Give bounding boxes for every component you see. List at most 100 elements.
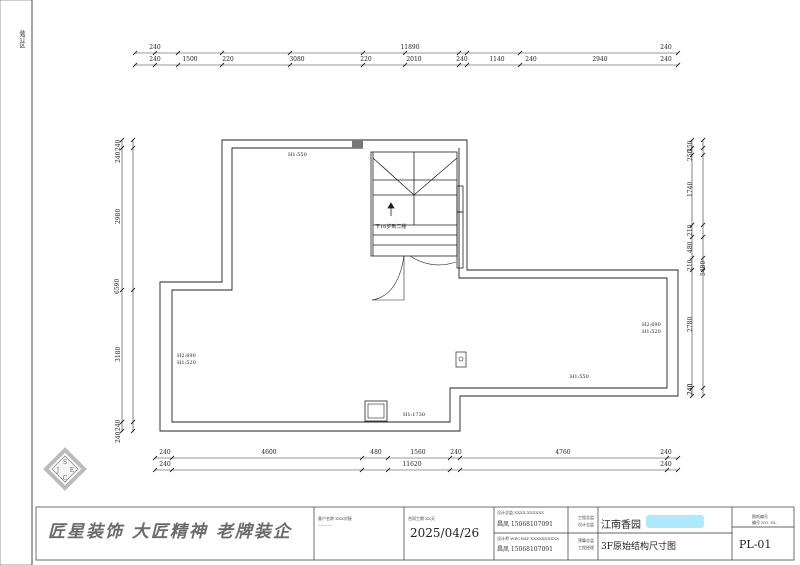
dimension-label: 2980 [115, 208, 122, 224]
drawing-code: PL-01 [739, 538, 772, 551]
dimension-tick [700, 393, 706, 399]
dimension-tick [447, 455, 453, 461]
dimension-tick [130, 137, 136, 143]
customer-sub: ---------- [318, 523, 332, 528]
outer-wall-line [159, 139, 679, 432]
dimension-label: 2780 [687, 316, 694, 332]
dimension-tick [447, 467, 453, 473]
dimension-label: 220 [222, 56, 234, 63]
dimension-tick [464, 50, 470, 56]
drawer-label: 设计师 WECHAT XXXXXXXXXX [497, 536, 559, 541]
dimension-tick [132, 62, 138, 68]
stair-column [456, 185, 464, 213]
dimension-tick [457, 467, 463, 473]
dimension-tick [152, 467, 158, 473]
stair-shaft [370, 151, 464, 301]
dimension-tick [402, 50, 408, 56]
dimension-label: 240 [456, 56, 468, 63]
dimension-tick [287, 62, 293, 68]
wall-opening-top [352, 140, 363, 148]
dimension-label: 240 [687, 383, 694, 395]
title-block-frame [35, 506, 795, 561]
dimension-tick [130, 428, 136, 434]
annotation-right-h1: H1:520 [642, 329, 661, 335]
dimension-tick [700, 385, 706, 391]
dimension-label: 240 [159, 449, 171, 456]
check-label-1: 工程总监 [578, 515, 594, 520]
dimension-tick [119, 419, 125, 425]
dimension-label: 240 [525, 56, 537, 63]
dimension-label: 240 [660, 56, 672, 63]
dimension-tick [385, 455, 391, 461]
customer-label: 客户名称 XXX对接 [318, 516, 352, 521]
designer-label: 设计总监 XXXX XXXXXX [497, 510, 545, 515]
dimension-label: 240 [115, 431, 122, 443]
dimension-label: 240 [149, 56, 161, 63]
dimension-label: 1140 [489, 56, 505, 63]
dimension-label: 220 [360, 56, 372, 63]
dimension-label: 240 [660, 449, 672, 456]
wall-outline [159, 139, 679, 432]
redaction-mark [646, 515, 704, 528]
dimension-tick [464, 62, 470, 68]
code-label: 图纸编号 [752, 514, 768, 519]
dimension-label: 250 [687, 149, 694, 161]
dimension-tick [152, 62, 158, 68]
dimension-label: 4600 [261, 449, 277, 456]
annotation-h1-1730: H1:1730 [403, 412, 425, 418]
company-logo: S E J C [43, 447, 87, 491]
dimension-tick [675, 62, 681, 68]
dimension-tick [700, 267, 706, 273]
dimension-tick [360, 62, 366, 68]
logo-letter-c: C [63, 475, 68, 482]
dimension-tick [457, 455, 463, 461]
dimension-tick [219, 50, 225, 56]
dimension-tick [700, 152, 706, 158]
dimension-label: 4760 [555, 449, 571, 456]
dimension-tick [689, 145, 695, 151]
dimension-tick [287, 50, 293, 56]
dimension-tick [517, 62, 523, 68]
dimension-label: 2010 [406, 56, 422, 63]
dimension-tick [689, 267, 695, 273]
dimension-tick [456, 50, 462, 56]
dimension-tick [132, 50, 138, 56]
drawer-phone: 昌凤 15068107091 [497, 546, 553, 553]
address-label: 合同工期 XX天 [408, 516, 435, 521]
stair-arc [371, 255, 405, 301]
dimension-ticks [119, 50, 706, 473]
annotation-right-h2: H2:690 [642, 322, 661, 328]
dimension-label: 240 [660, 461, 672, 468]
dimension-tick [152, 50, 158, 56]
dimension-label: 240 [660, 44, 672, 51]
binding-margin-label: 装订区 [18, 30, 25, 48]
dimension-tick [675, 467, 681, 473]
check-label-1b: 设计总监 [578, 522, 594, 527]
dimension-tick [700, 234, 706, 240]
dimension-tick [689, 385, 695, 391]
dimension-tick [517, 50, 523, 56]
dimension-geometry [121, 52, 704, 471]
logo-letter-s: S [63, 459, 67, 466]
dimension-tick [689, 152, 695, 158]
dimension-tick [175, 50, 181, 56]
annotation-left-h1: H1:520 [177, 360, 196, 366]
dimension-label: 240 [149, 44, 161, 51]
dimension-label: 11620 [402, 461, 422, 468]
dimension-label: 6590 [114, 278, 121, 294]
drawing-date: 2025/04/26 [410, 526, 480, 540]
dimension-label: 3080 [289, 56, 305, 63]
logo-letter-j: J [56, 467, 60, 474]
check-label-2: 预算总监 [578, 538, 594, 543]
dimension-tick [675, 50, 681, 56]
dimension-tick [700, 137, 706, 143]
dimension-label: 1740 [687, 181, 694, 197]
dimension-tick [664, 455, 670, 461]
dimension-label: 2940 [592, 56, 608, 63]
annotation-h1-top: H1:550 [288, 152, 307, 158]
dimension-tick [689, 393, 695, 399]
dimension-label: 240 [115, 151, 122, 163]
dimension-tick [402, 62, 408, 68]
inner-wall-line [171, 147, 668, 423]
